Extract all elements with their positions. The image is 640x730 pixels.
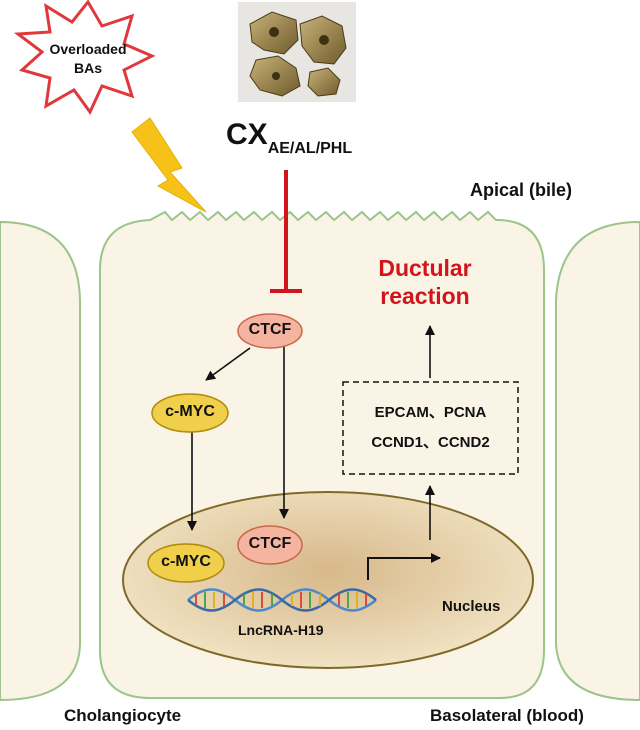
gene-line-1: EPCAM、PCNA <box>374 404 487 421</box>
cmyc-cyto-node-shape <box>151 393 229 433</box>
dna-helix-icon <box>187 588 377 612</box>
ctcf-nuc-node-label: CTCF <box>248 535 292 552</box>
nucleus-label: Nucleus <box>442 598 501 615</box>
stimulus-label: Overloaded BAs <box>40 40 136 78</box>
cmyc-nuc-node-label: c-MYC <box>161 553 211 570</box>
ctcf-node-shape <box>237 313 303 349</box>
cmyc-cyto-node-label: c-MYC <box>165 403 215 420</box>
gene-line-2: CCND1、CCND2 <box>371 434 490 451</box>
ctcf-node-label: CTCF <box>248 321 292 338</box>
outcome-line-1: Ductular <box>378 255 472 281</box>
apical-label: Apical (bile) <box>470 180 573 200</box>
basolateral-label: Basolateral (blood) <box>430 706 584 725</box>
herb-image <box>238 2 356 102</box>
left-neighbor-cell <box>0 220 81 702</box>
lightning-bolt-icon <box>131 117 207 213</box>
lncrna-label: LncRNA-H19 <box>238 622 324 638</box>
arrow-ctcf-to-cmyc <box>205 347 251 381</box>
outcome-label: Ductular reaction <box>360 254 490 310</box>
compound-main: CX <box>226 118 268 151</box>
cell-label: Cholangiocyte <box>64 706 182 725</box>
starburst-shape <box>13 0 156 115</box>
compound-label: CXAE/AL/PHL <box>226 118 352 157</box>
gene-box <box>342 381 519 475</box>
right-neighbor-cell <box>555 220 640 702</box>
outcome-line-2: reaction <box>380 283 470 309</box>
compound-subscript: AE/AL/PHL <box>267 140 353 157</box>
transcription-arrow <box>367 553 441 580</box>
gene-list: EPCAM、PCNA CCND1、CCND2 <box>343 398 518 458</box>
ctcf-nuc-node-shape <box>237 525 303 565</box>
cmyc-nuc-node-shape <box>147 543 225 583</box>
stimulus-line-2: BAs <box>73 60 102 76</box>
stimulus-line-1: Overloaded <box>49 41 127 57</box>
